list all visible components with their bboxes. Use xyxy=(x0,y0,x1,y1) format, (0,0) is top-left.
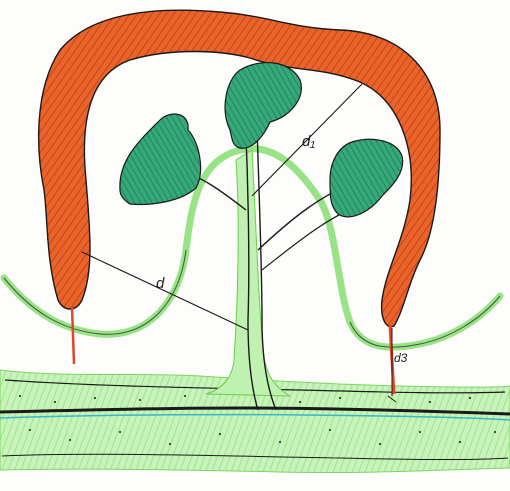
tree-trunk xyxy=(176,90,372,410)
label-d3: d3 xyxy=(394,351,408,365)
label-d: d xyxy=(156,275,165,292)
label-d1: d₁ xyxy=(302,133,315,150)
